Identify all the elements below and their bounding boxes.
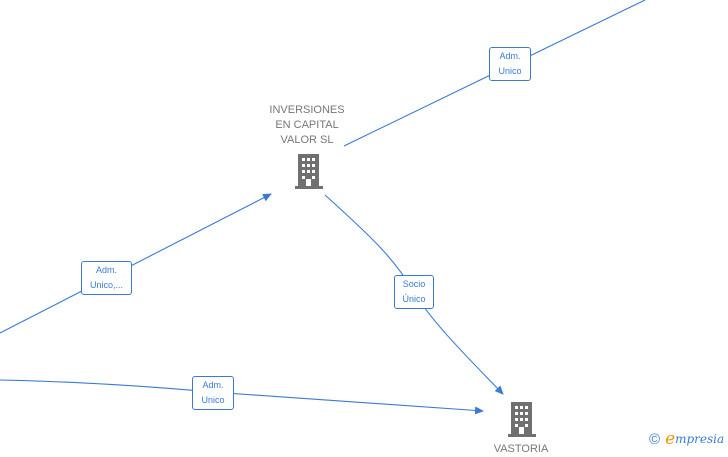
building-icon[interactable] — [294, 153, 324, 189]
edge-label-socio-unico[interactable]: Socio Único — [394, 275, 434, 309]
node-inversiones-line-2: EN CAPITAL — [275, 119, 339, 131]
edge-label-adm-unico-left[interactable]: Adm. Unico,... — [81, 261, 132, 295]
edge-label-line: Único — [402, 294, 426, 304]
edge-label-line: Unico — [201, 395, 225, 405]
empresia-watermark: © e mpresia — [649, 429, 724, 449]
copyright-symbol: © — [649, 430, 661, 448]
edge-label-line: Unico,... — [89, 280, 123, 290]
edge-label-adm-unico-bottom[interactable]: Adm. Unico — [192, 376, 234, 410]
edge-label-line: Adm. — [202, 380, 224, 390]
brand-logo-text: mpresia — [675, 432, 725, 446]
edge-line-adm-unico-left — [0, 193, 272, 334]
edge-label-line: Adm. — [499, 51, 521, 61]
edge-label-line: Socio — [402, 279, 426, 289]
node-inversiones-title[interactable]: INVERSIONES EN CAPITAL VALOR SL — [258, 103, 356, 148]
edge-label-line: Unico — [498, 66, 522, 76]
edge-line-adm-unico-bottom — [0, 379, 484, 415]
node-inversiones-line-3: VALOR SL — [280, 134, 334, 146]
edge-label-line: Adm. — [95, 265, 117, 275]
edge-label-adm-unico-top[interactable]: Adm. Unico — [489, 47, 531, 81]
node-inversiones-line-1: INVERSIONES — [269, 104, 345, 116]
brand-logo-initial: e — [665, 429, 676, 449]
building-icon[interactable] — [507, 401, 537, 437]
